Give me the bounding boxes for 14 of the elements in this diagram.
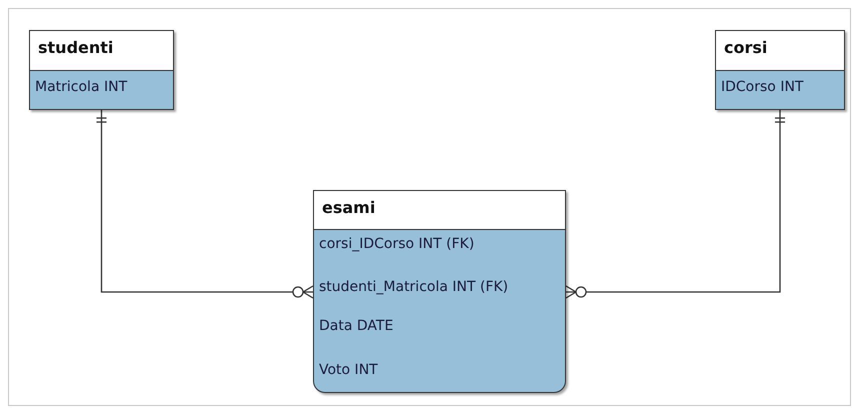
entity-table <box>29 30 174 110</box>
relationship-line <box>565 110 785 299</box>
table-name: esami <box>322 198 376 217</box>
relationship-line <box>96 110 314 299</box>
column-field: Data DATE <box>319 318 394 334</box>
table-name: corsi <box>724 38 768 57</box>
column-field: studenti_Matricola INT (FK) <box>319 279 508 295</box>
entity-table <box>313 190 566 393</box>
column-field: Voto INT <box>319 362 378 378</box>
entity-table <box>715 30 845 110</box>
column-field: Matricola INT <box>35 79 128 95</box>
column-field: corsi_IDCorso INT (FK) <box>319 236 474 252</box>
table-name: studenti <box>38 38 114 57</box>
column-field: IDCorso INT <box>721 79 804 95</box>
